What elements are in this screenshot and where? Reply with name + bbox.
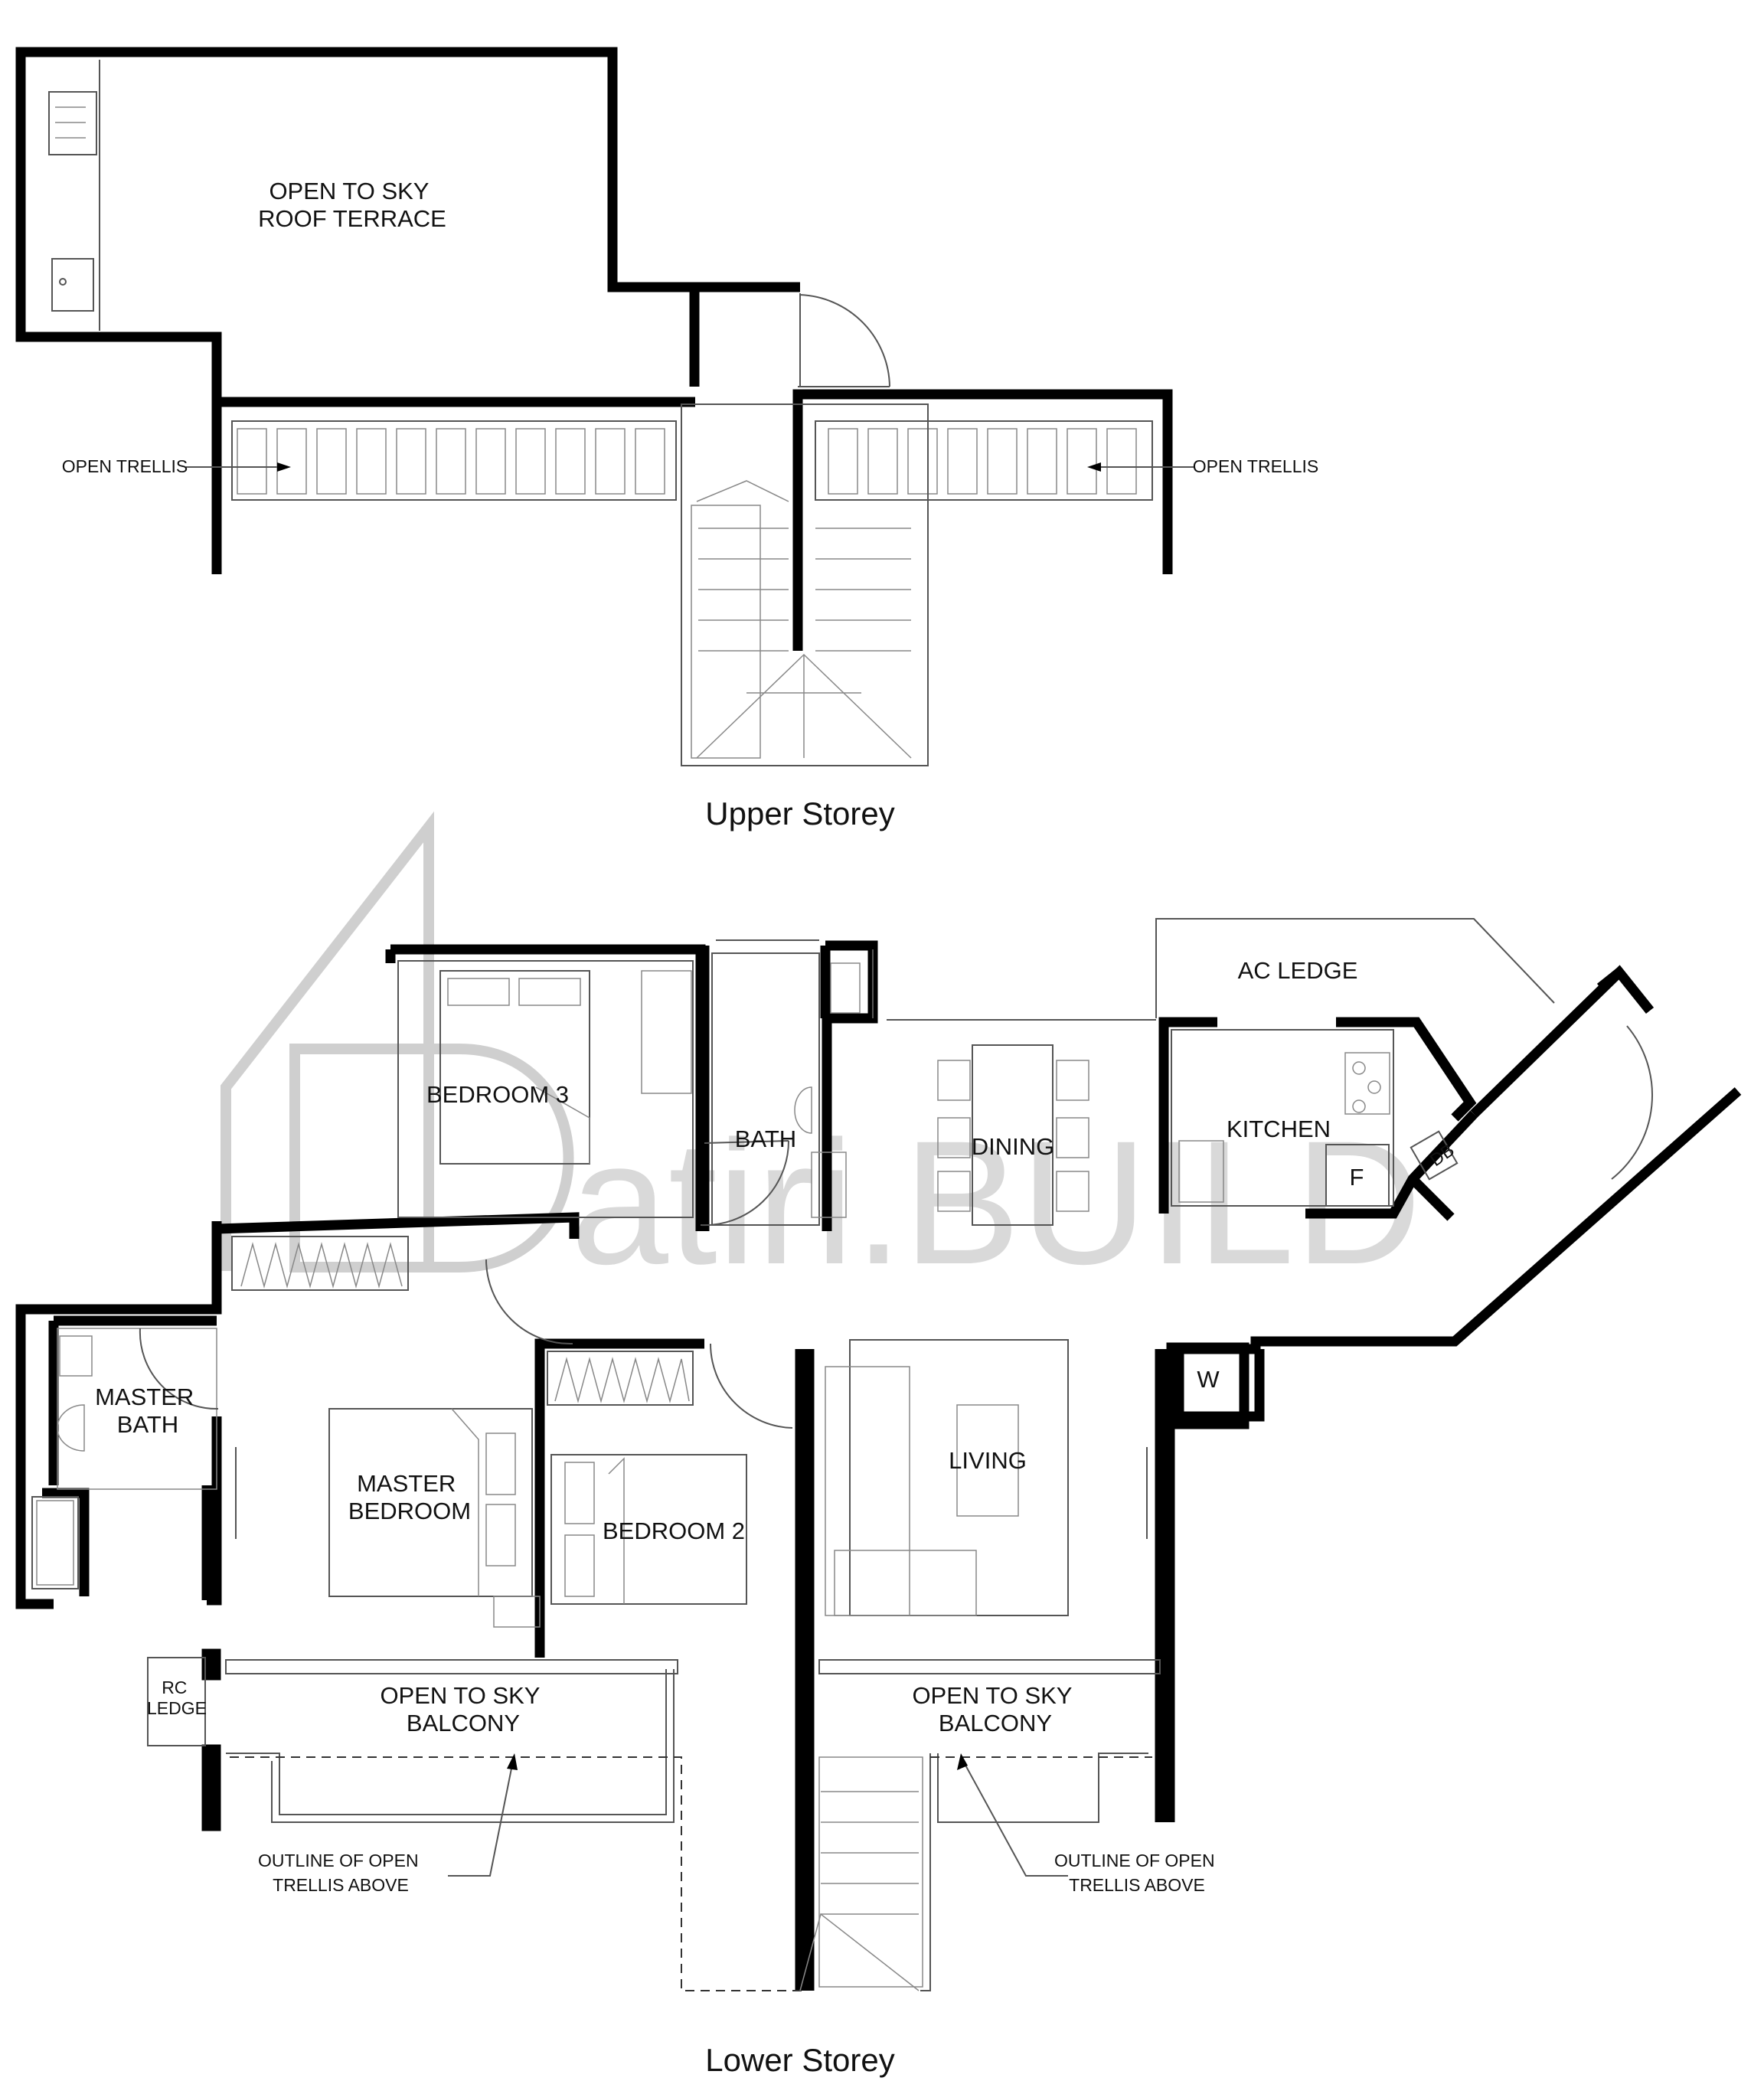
master-bath-label: MASTER BATH [95, 1384, 201, 1438]
balcony-right-label: OPEN TO SKY BALCONY [912, 1682, 1078, 1736]
rc-ledge-label: RC LEDGE [147, 1678, 207, 1718]
open-trellis-left-label: OPEN TRELLIS [62, 456, 188, 476]
bedroom2-walls [534, 1338, 704, 1658]
lower-storey-plan: BEDROOM 3 BATH DINING AC LEDGE KITCHEN D… [15, 918, 1742, 2078]
kitchen-label: KITCHEN [1227, 1116, 1331, 1142]
master-bedroom-label: MASTER BEDROOM [348, 1470, 471, 1524]
right-trellis-wall [792, 389, 1173, 651]
washer-label: W [1197, 1366, 1220, 1393]
trellis-outline-left-label: OUTLINE OF OPEN TRELLIS ABOVE [258, 1851, 423, 1895]
west-walls [15, 1221, 222, 1609]
roof-terrace-label: OPEN TO SKY ROOF TERRACE [258, 178, 446, 232]
bedroom2-label: BEDROOM 2 [603, 1517, 745, 1544]
ac-ledge-label: AC LEDGE [1238, 957, 1358, 984]
lower-storey-caption: Lower Storey [705, 2042, 894, 2078]
roof-terrace-wall [15, 47, 700, 574]
dining-label: DINING [972, 1133, 1055, 1160]
upper-storey-caption: Upper Storey [705, 795, 894, 831]
upper-storey-plan: OPEN TO SKY ROOF TERRACE OPEN TRELLIS OP… [15, 47, 1318, 831]
balcony-left-label: OPEN TO SKY BALCONY [380, 1682, 546, 1736]
bedroom3-label: BEDROOM 3 [426, 1081, 569, 1108]
open-trellis-right-label: OPEN TRELLIS [1193, 456, 1318, 476]
trellis-outline-right-label: OUTLINE OF OPEN TRELLIS ABOVE [1054, 1851, 1220, 1895]
bath-label: BATH [735, 1125, 796, 1152]
living-label: LIVING [949, 1447, 1027, 1474]
fridge-label: F [1350, 1164, 1364, 1191]
